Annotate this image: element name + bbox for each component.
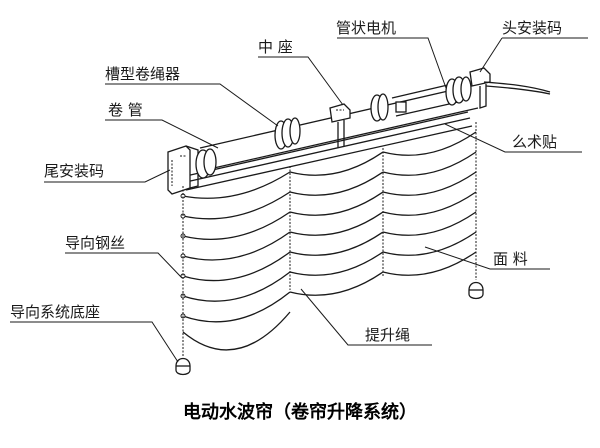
fabric-fold	[382, 231, 477, 256]
fabric-fold	[182, 291, 291, 323]
label-guide-base: 导向系统底座	[10, 303, 100, 321]
fabric-fold	[289, 191, 384, 216]
fabric-fold	[289, 211, 384, 236]
fabric-fold	[289, 231, 384, 256]
fabric-fold	[382, 191, 477, 216]
guide-base-left	[175, 357, 191, 376]
guide-base-right	[468, 281, 484, 300]
label-head-mount: 头安装码	[502, 19, 562, 37]
label-lift-cord: 提升绳	[365, 326, 410, 344]
tail-mount-bracket	[167, 145, 217, 195]
fabric-fold	[382, 251, 477, 276]
label-guide-wire: 导向钢丝	[65, 234, 125, 252]
fabric-fold	[289, 171, 384, 196]
label-fabric: 面 料	[493, 250, 528, 268]
leader-lines	[10, 37, 588, 363]
fabric-fold	[182, 251, 291, 282]
curtain-fabric	[180, 131, 477, 351]
head-mount-bracket	[469, 67, 551, 109]
label-groove-rope-winder: 槽型卷绳器	[105, 65, 180, 83]
fabric-fold	[182, 231, 291, 261]
fabric-fold	[382, 171, 477, 196]
fabric-fold	[289, 151, 384, 176]
fabric-fold	[289, 251, 384, 276]
tubular-motor	[391, 76, 472, 117]
fabric-fold	[182, 171, 291, 199]
label-roller-tube: 卷 管	[108, 101, 143, 119]
fabric-fold	[382, 131, 477, 156]
fabric-fold	[182, 191, 291, 220]
roller-tube	[185, 85, 479, 191]
diagram-title: 电动水波帘（卷帘升降系统）	[183, 401, 417, 423]
rope-winder-right	[370, 93, 389, 122]
rope-winder-left	[274, 117, 301, 150]
middle-seat-bracket	[329, 103, 351, 148]
fabric-fold	[182, 211, 291, 241]
label-tail-mount: 尾安装码	[44, 162, 104, 180]
fabric-fold	[382, 151, 477, 176]
label-middle-seat: 中 座	[258, 38, 293, 56]
label-tubular-motor: 管状电机	[336, 19, 396, 37]
label-velcro: 么术贴	[512, 133, 557, 151]
fabric-fold	[289, 271, 384, 296]
fabric-fold	[182, 271, 291, 302]
fabric-fold	[182, 311, 291, 351]
fabric-fold	[382, 211, 477, 236]
